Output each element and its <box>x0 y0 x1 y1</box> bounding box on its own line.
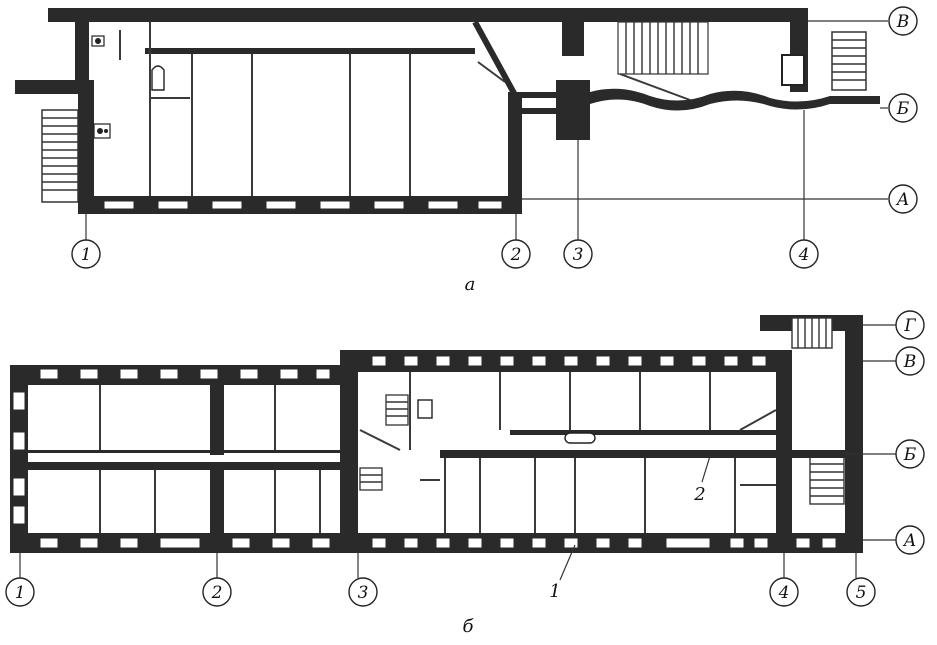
plan-a-broken-wall <box>590 88 880 111</box>
svg-text:А: А <box>896 190 910 210</box>
plan-b-axis-bubble-a: А <box>895 525 925 555</box>
plan-a-sink-icon <box>93 123 111 139</box>
plan-a-right-stairs <box>831 31 867 91</box>
plan-b-bath-icon <box>564 432 596 444</box>
plan-b-inner-stairs <box>359 394 409 491</box>
plan-b-axis2-wall-upper <box>210 385 224 455</box>
plan-b-right-stairs <box>809 455 845 505</box>
plan-b: 1 2 1 2 3 4 5 Г В <box>5 310 925 637</box>
plan-b-callout-line-1 <box>559 544 576 581</box>
svg-text:1: 1 <box>15 583 26 603</box>
plan-a-entrance-stairs <box>41 109 79 203</box>
plan-a-axis-bubble-b: Б <box>888 93 918 123</box>
svg-text:Б: Б <box>903 445 917 465</box>
plan-a-partitions <box>119 22 411 196</box>
svg-text:2: 2 <box>510 245 522 265</box>
plan-b-right-corridor-wall <box>792 450 845 458</box>
plan-a-main-stairs <box>617 21 709 101</box>
plan-b-callout-line-2 <box>701 455 711 483</box>
plan-a-left-upper-wall <box>75 22 89 92</box>
plan-b-tower-stairs <box>791 317 833 349</box>
plan-b-left-corridor-line <box>28 450 340 453</box>
plan-b-upper-corridor-line <box>510 430 782 435</box>
plan-b-callout-1: 1 <box>549 581 560 602</box>
plan-b-axis-bubble-v: В <box>895 346 925 376</box>
plan-b-windows-top-center <box>371 355 767 367</box>
plan-a-right-door <box>781 54 805 86</box>
plan-a-axis-bubble-a: А <box>888 184 918 214</box>
plan-b-callout-2: 2 <box>693 484 705 505</box>
svg-text:В: В <box>903 352 917 372</box>
plan-a-axis-bubble-1: 1 <box>71 239 101 269</box>
plan-b-axis-bubble-2: 2 <box>202 577 232 607</box>
plan-a: 1 2 3 4 В Б А а <box>15 6 918 295</box>
plan-b-windows-left <box>12 391 26 525</box>
plan-b-caption: б <box>463 616 475 637</box>
svg-text:В: В <box>896 12 910 32</box>
plan-a-link-wall-bottom <box>522 108 560 114</box>
plan-a-bottom-windows <box>103 200 503 210</box>
plan-b-fixture-icon <box>417 399 433 419</box>
plan-b-axis-bubble-4: 4 <box>769 577 799 607</box>
plan-a-caption: а <box>465 274 476 295</box>
svg-text:Г: Г <box>903 316 916 336</box>
plan-b-center-corridor-wall <box>440 450 776 458</box>
plan-a-axis-bubble-4: 4 <box>789 239 819 269</box>
plan-a-top-wall <box>48 8 808 22</box>
plan-a-column-upper <box>562 22 584 56</box>
svg-text:А: А <box>903 531 917 551</box>
plan-b-axis-bubble-1: 1 <box>5 577 35 607</box>
svg-text:2: 2 <box>211 583 223 603</box>
plan-b-axis-bubble-b: Б <box>895 439 925 469</box>
plan-a-column-lower <box>556 80 590 140</box>
plan-a-left-wall <box>78 80 94 205</box>
plan-b-axis2-wall-lower <box>210 470 224 533</box>
svg-text:3: 3 <box>358 583 369 603</box>
plan-a-toilet-icon <box>91 35 105 47</box>
svg-text:4: 4 <box>798 245 810 265</box>
plan-a-link-wall-top <box>522 92 560 98</box>
plan-b-right-wall <box>845 315 863 553</box>
plan-a-entrance-wall <box>15 80 80 94</box>
plan-b-axis-bubble-3: 3 <box>348 577 378 607</box>
svg-text:3: 3 <box>573 245 584 265</box>
svg-text:5: 5 <box>856 583 867 603</box>
plan-b-windows-top-left <box>39 368 331 380</box>
plan-b-axis-bubble-g: Г <box>895 310 925 340</box>
plan-a-axis-bubble-3: 3 <box>563 239 593 269</box>
plan-a-axis-bubble-2: 2 <box>501 239 531 269</box>
plan-b-axis-bubble-5: 5 <box>846 577 876 607</box>
svg-text:4: 4 <box>778 583 790 603</box>
plan-a-bath-icon <box>151 65 165 91</box>
plan-b-left-corridor-wall <box>28 462 340 470</box>
svg-text:Б: Б <box>896 99 910 119</box>
plan-a-diagonal-door <box>477 61 506 83</box>
plan-a-axis-bubble-v: В <box>888 6 918 36</box>
plan-b-windows-bottom <box>39 537 837 549</box>
plan-b-axis4-wall <box>776 350 792 553</box>
plan-b-axis3-wall <box>340 350 358 553</box>
plan-a-diagonal-wall <box>472 20 518 97</box>
svg-text:1: 1 <box>81 245 92 265</box>
plan-a-right-wall <box>508 92 522 214</box>
plan-a-corridor-wall <box>145 48 475 54</box>
plan-b-partitions <box>99 372 777 533</box>
